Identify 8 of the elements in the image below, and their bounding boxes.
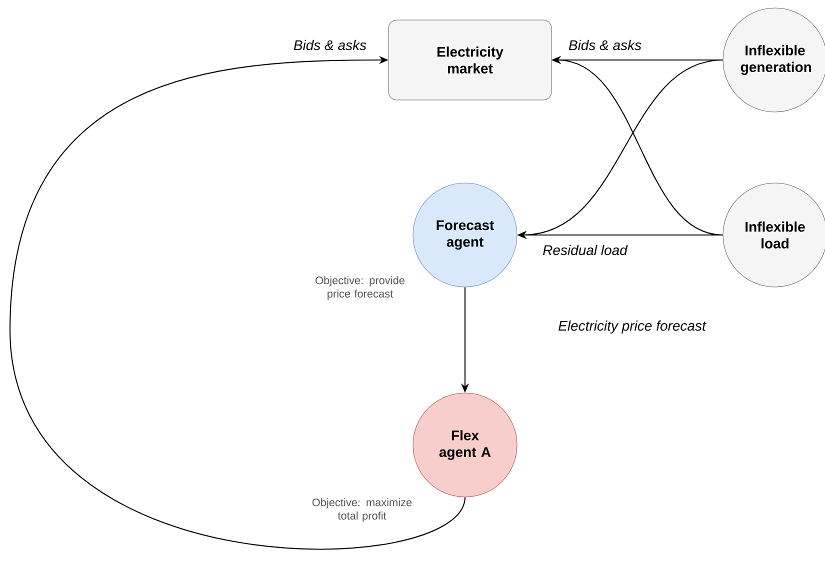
process-box: Electricity market bbox=[388, 20, 552, 100]
arrow bbox=[9, 56, 466, 550]
edge-label: Residual load bbox=[541, 244, 629, 256]
edge-label: Bids & asks bbox=[292, 38, 368, 52]
objective-note: Objective: provide price forecast bbox=[316, 276, 404, 300]
objective-note: Objective: maximize total profit bbox=[312, 498, 412, 522]
edge-label: Bids & asks bbox=[567, 38, 643, 52]
flow-label: Electricity price forecast bbox=[558, 320, 706, 334]
